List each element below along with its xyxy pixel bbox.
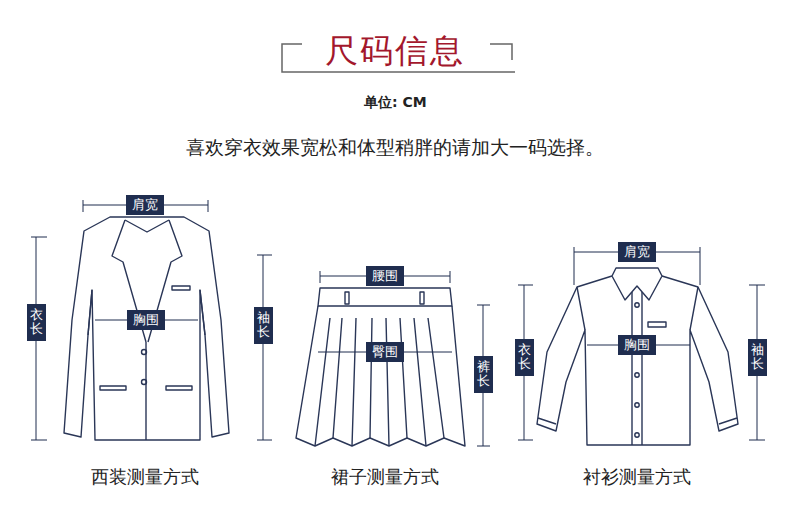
measure-label: 腰围 bbox=[366, 266, 404, 286]
button bbox=[142, 380, 147, 385]
measure-label: 臀围 bbox=[366, 342, 404, 362]
belt-loop bbox=[345, 292, 349, 304]
caption: 衬衫测量方式 bbox=[583, 465, 691, 489]
sleeve-seams bbox=[88, 290, 205, 335]
dim-line bbox=[477, 305, 490, 446]
measure-text: 胸围 bbox=[133, 312, 159, 327]
pocket bbox=[166, 386, 192, 390]
pleats bbox=[315, 318, 444, 446]
waistband bbox=[318, 288, 452, 306]
front-line bbox=[145, 342, 146, 440]
size-advice: 喜欢穿衣效果宽松和体型稍胖的请加大一码选择。 bbox=[186, 135, 604, 161]
measure-text: 肩宽 bbox=[132, 197, 158, 212]
measure-text: 臀围 bbox=[372, 344, 398, 359]
button bbox=[635, 373, 639, 377]
dim-line bbox=[749, 285, 765, 440]
chest-pocket bbox=[172, 286, 190, 290]
measure-label: 肩宽 bbox=[126, 195, 164, 215]
measure-label: 衣长 bbox=[27, 304, 46, 341]
title: 尺码信息 bbox=[325, 29, 465, 74]
lapels bbox=[112, 220, 182, 342]
unit-note: 单位: CM bbox=[364, 94, 427, 112]
dim-line bbox=[257, 255, 272, 440]
measure-text: 衣长 bbox=[518, 343, 531, 372]
chest-pocket bbox=[648, 322, 666, 327]
jacket-outline bbox=[64, 217, 229, 440]
caption: 西装测量方式 bbox=[91, 465, 199, 489]
measure-text: 肩宽 bbox=[624, 244, 650, 259]
dimension-lines bbox=[31, 200, 765, 446]
sleeve-seams bbox=[577, 287, 698, 330]
belt-loop bbox=[420, 292, 424, 304]
measure-label: 胸围 bbox=[618, 335, 656, 355]
collar bbox=[125, 220, 169, 232]
cuffs bbox=[538, 418, 737, 424]
measure-label: 袖长 bbox=[254, 307, 273, 344]
placket bbox=[632, 292, 642, 445]
button bbox=[142, 350, 147, 355]
button bbox=[635, 433, 639, 437]
measure-text: 袖长 bbox=[257, 311, 270, 340]
shirt-outline bbox=[537, 276, 738, 445]
measure-text: 衣长 bbox=[30, 308, 43, 337]
measure-text: 袖长 bbox=[751, 343, 764, 372]
skirt-drawing bbox=[296, 288, 465, 446]
measure-label: 裤长 bbox=[474, 356, 493, 393]
shirt-drawing bbox=[537, 268, 738, 445]
measure-label: 胸围 bbox=[127, 310, 165, 330]
measure-label: 衣长 bbox=[515, 339, 534, 376]
collar bbox=[612, 268, 662, 300]
pocket bbox=[100, 386, 126, 390]
measure-text: 裤长 bbox=[477, 360, 490, 389]
jacket-drawing bbox=[64, 217, 229, 440]
measure-text: 胸围 bbox=[624, 337, 650, 352]
skirt-outline bbox=[296, 306, 465, 446]
dim-line bbox=[518, 285, 533, 440]
caption: 裙子测量方式 bbox=[331, 465, 439, 489]
measure-text: 腰围 bbox=[372, 268, 398, 283]
bracket bbox=[490, 44, 512, 60]
button bbox=[635, 303, 639, 307]
measure-label: 肩宽 bbox=[618, 242, 656, 262]
measure-label: 袖长 bbox=[748, 339, 767, 376]
button bbox=[635, 403, 639, 407]
